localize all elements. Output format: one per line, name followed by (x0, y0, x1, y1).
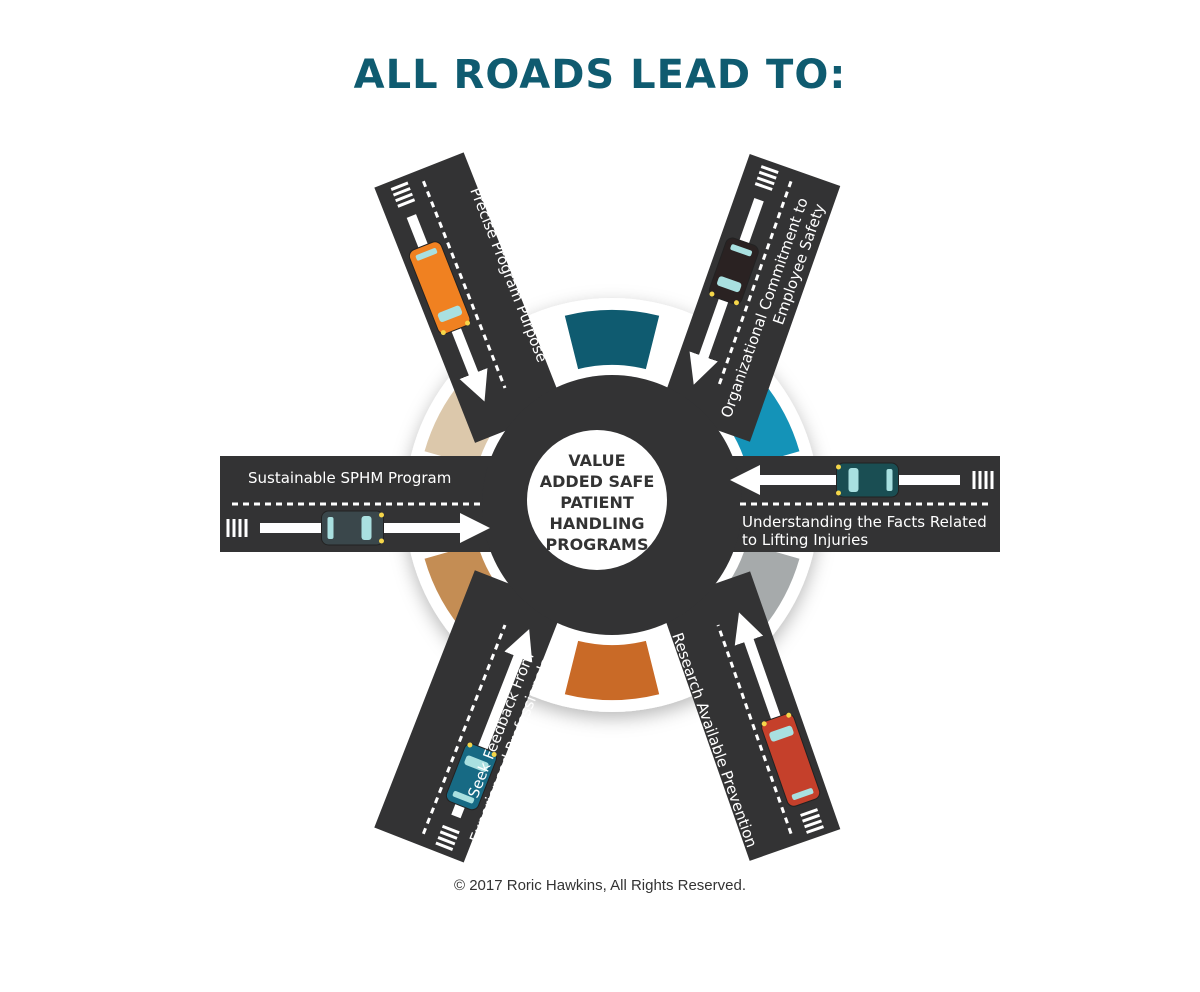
page-title: ALL ROADS LEAD TO: (353, 52, 847, 98)
center-label-line: ADDED SAFE (540, 472, 655, 491)
lane-divider (421, 624, 507, 835)
lane-divider (422, 180, 507, 389)
start-stripe (397, 198, 416, 208)
start-stripe (802, 813, 821, 823)
road-label-line: to Lifting Injuries (742, 531, 868, 549)
start-stripe (754, 182, 773, 191)
ring-segment-bottom (564, 640, 660, 700)
start-stripe (806, 825, 825, 834)
center-label-line: PATIENT (560, 493, 634, 512)
car-understanding (836, 462, 899, 498)
start-stripe (760, 165, 779, 174)
start-stripe (804, 819, 823, 829)
start-stripe (395, 192, 413, 203)
car-seek (445, 742, 498, 811)
center-label-line: PROGRAMS (546, 535, 649, 554)
ring-segment-top (564, 310, 660, 370)
start-stripe (435, 841, 454, 851)
center-label-line: VALUE (568, 451, 625, 470)
center-label-line: HANDLING (549, 514, 644, 533)
start-stripe (439, 830, 458, 840)
start-stripe (437, 836, 456, 846)
start-stripe (441, 824, 460, 835)
car-precise (408, 241, 471, 336)
car-organizational (708, 237, 759, 306)
copyright-notice: © 2017 Roric Hawkins, All Rights Reserve… (453, 877, 746, 894)
start-stripe (392, 187, 411, 197)
start-stripe (756, 176, 775, 186)
start-stripe (390, 181, 409, 191)
road-label-line: Sustainable SPHM Program (248, 469, 451, 487)
center-label: VALUE ADDED SAFE PATIENT HANDLING PROGRAMS (540, 451, 655, 554)
center-hub (527, 430, 667, 570)
road-label-sustainable: Sustainable SPHM Program (248, 469, 451, 487)
lane-divider (716, 180, 793, 389)
start-stripe (800, 808, 819, 817)
car-sustainable (321, 510, 384, 546)
road-label-line: Understanding the Facts Related (742, 513, 987, 531)
car-research (761, 712, 821, 807)
lane-divider (716, 624, 793, 835)
start-stripe (758, 170, 777, 180)
